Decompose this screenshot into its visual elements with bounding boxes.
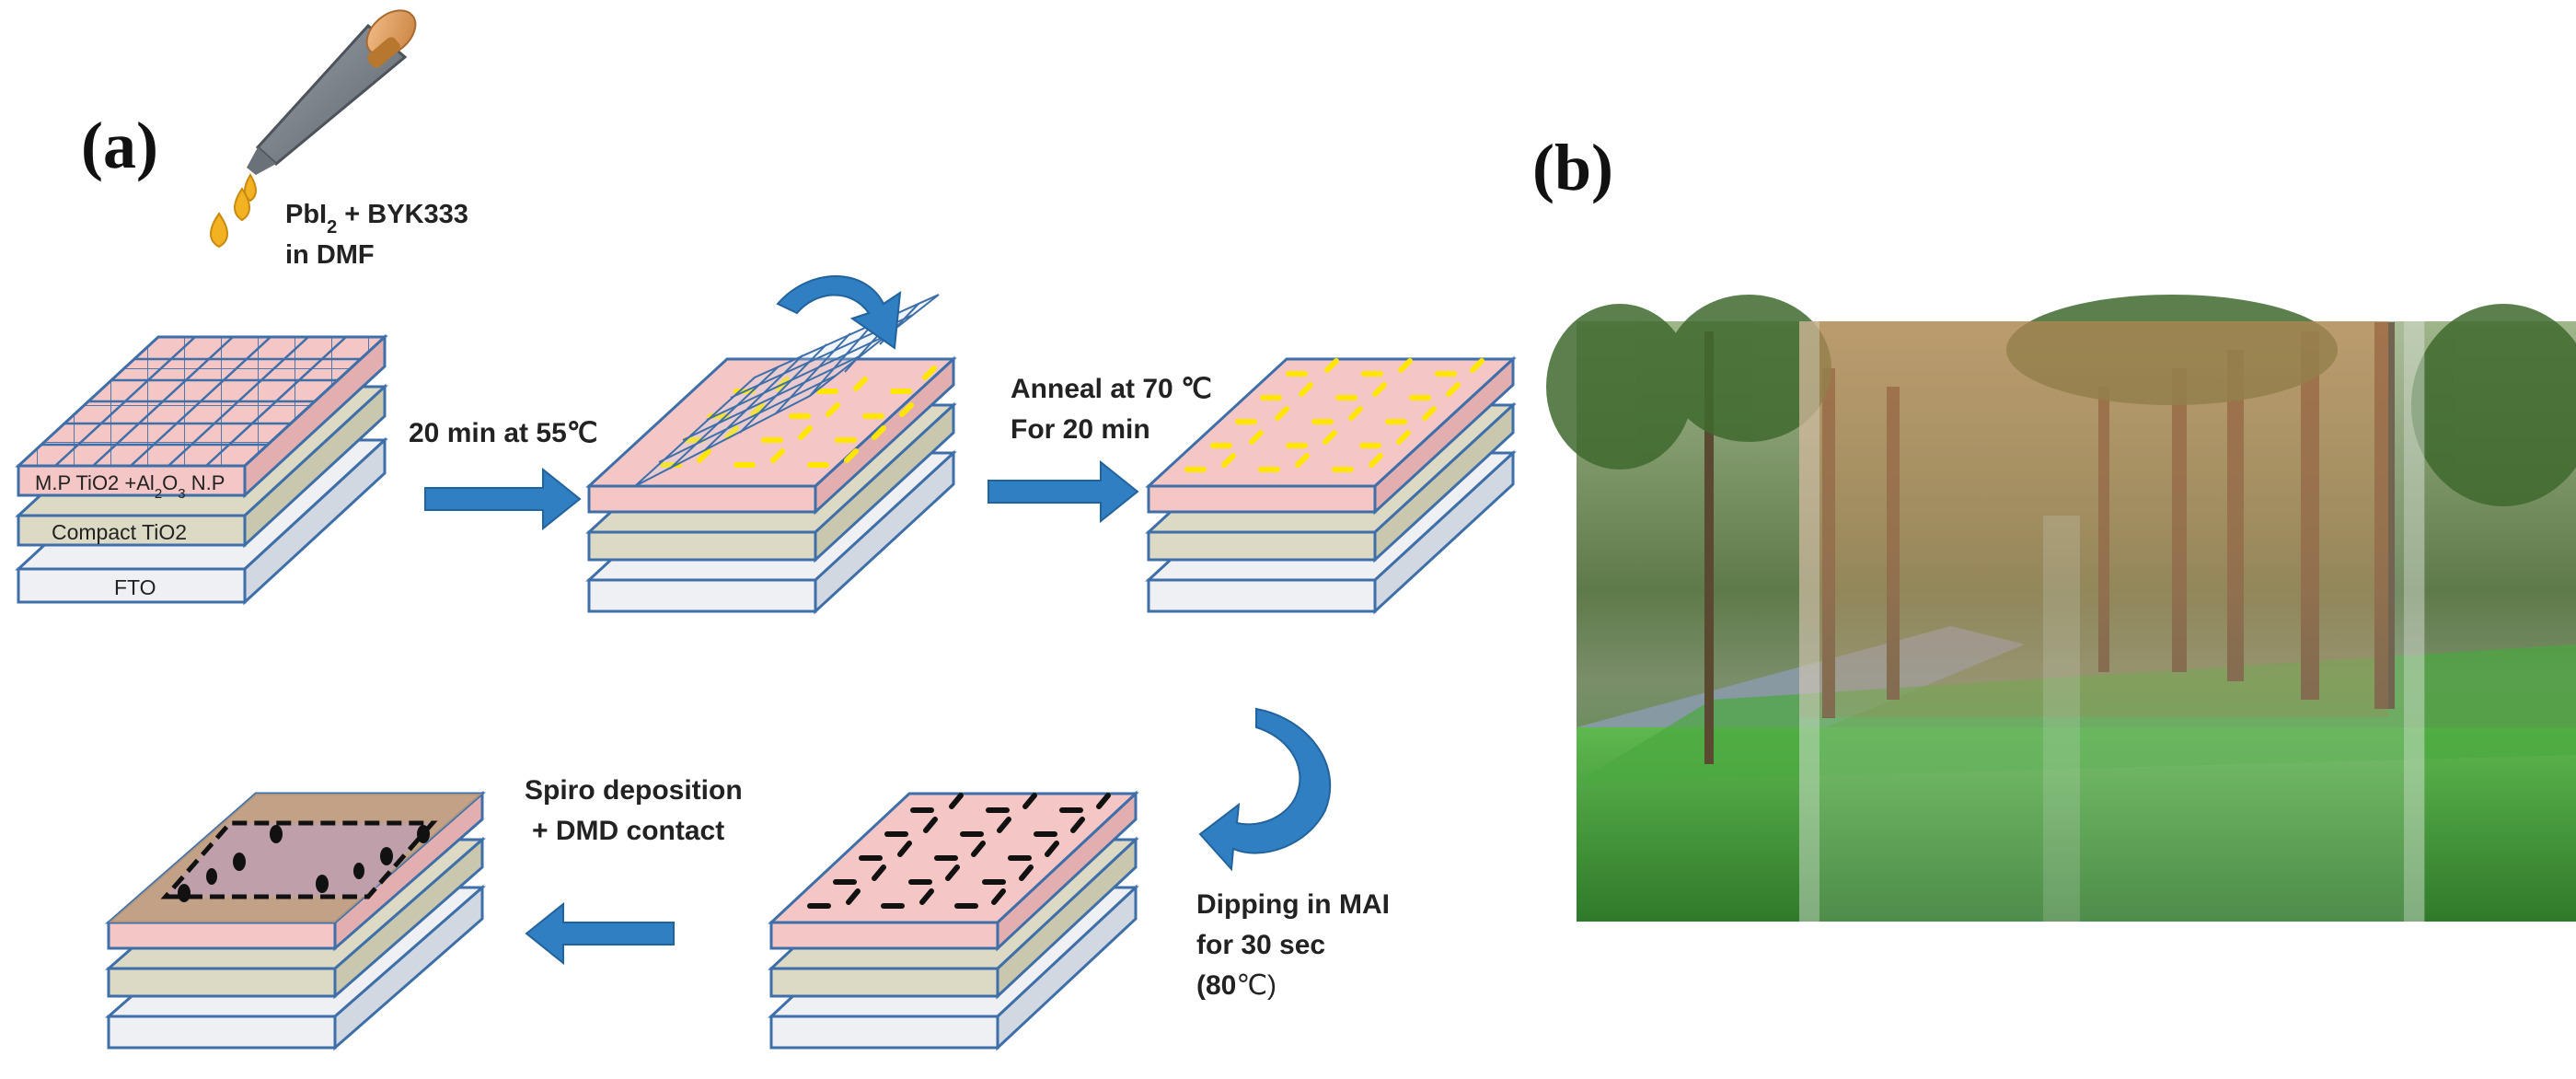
photo-semitransparent-device	[1546, 295, 2576, 922]
arrow-step1	[424, 467, 582, 531]
drop-icon	[210, 173, 257, 249]
spiro-label-line1: Spiro deposition	[525, 775, 743, 806]
step1-label: 20 min at 55℃	[409, 418, 597, 448]
stack-initial-grid-lines	[41, 336, 361, 467]
black-pattern-4	[807, 793, 1111, 909]
stack-coated	[585, 355, 957, 615]
panel-b-label: (b)	[1532, 131, 1613, 204]
mesh-icon	[634, 294, 940, 487]
dip-label-line3: (80℃)	[1196, 970, 1276, 1001]
curved-arrow-dip-icon	[1198, 707, 1332, 872]
arrow-anneal	[988, 459, 1139, 524]
anneal-label-line1: Anneal at 70 ℃	[1011, 374, 1212, 404]
solution-label-line2: in DMF	[285, 240, 375, 270]
dropper-icon	[247, 9, 417, 175]
layer-label-mp: M.P TiO2 +Al2O3 N.P	[35, 471, 225, 502]
arrow-spiro	[525, 901, 675, 966]
stack-mai	[768, 790, 1139, 1051]
dip-label-line1: Dipping in MAI	[1196, 889, 1390, 920]
solution-label: PbI2 + BYK333	[285, 200, 468, 238]
black-pattern-5	[178, 825, 430, 902]
stack-annealed	[1145, 355, 1517, 615]
layer-label-fto: FTO	[114, 575, 156, 599]
anneal-label-line2: For 20 min	[1011, 414, 1150, 445]
final-window	[160, 820, 438, 899]
curved-arrow-icon	[776, 275, 902, 350]
panel-a-label: (a)	[81, 109, 158, 182]
spiro-label-line2: + DMD contact	[532, 816, 724, 846]
stack-initial	[15, 333, 388, 606]
dip-label-line2: for 30 sec	[1196, 930, 1325, 960]
layer-label-compact: Compact TiO2	[52, 520, 187, 544]
yellow-pattern-3	[1184, 358, 1484, 472]
